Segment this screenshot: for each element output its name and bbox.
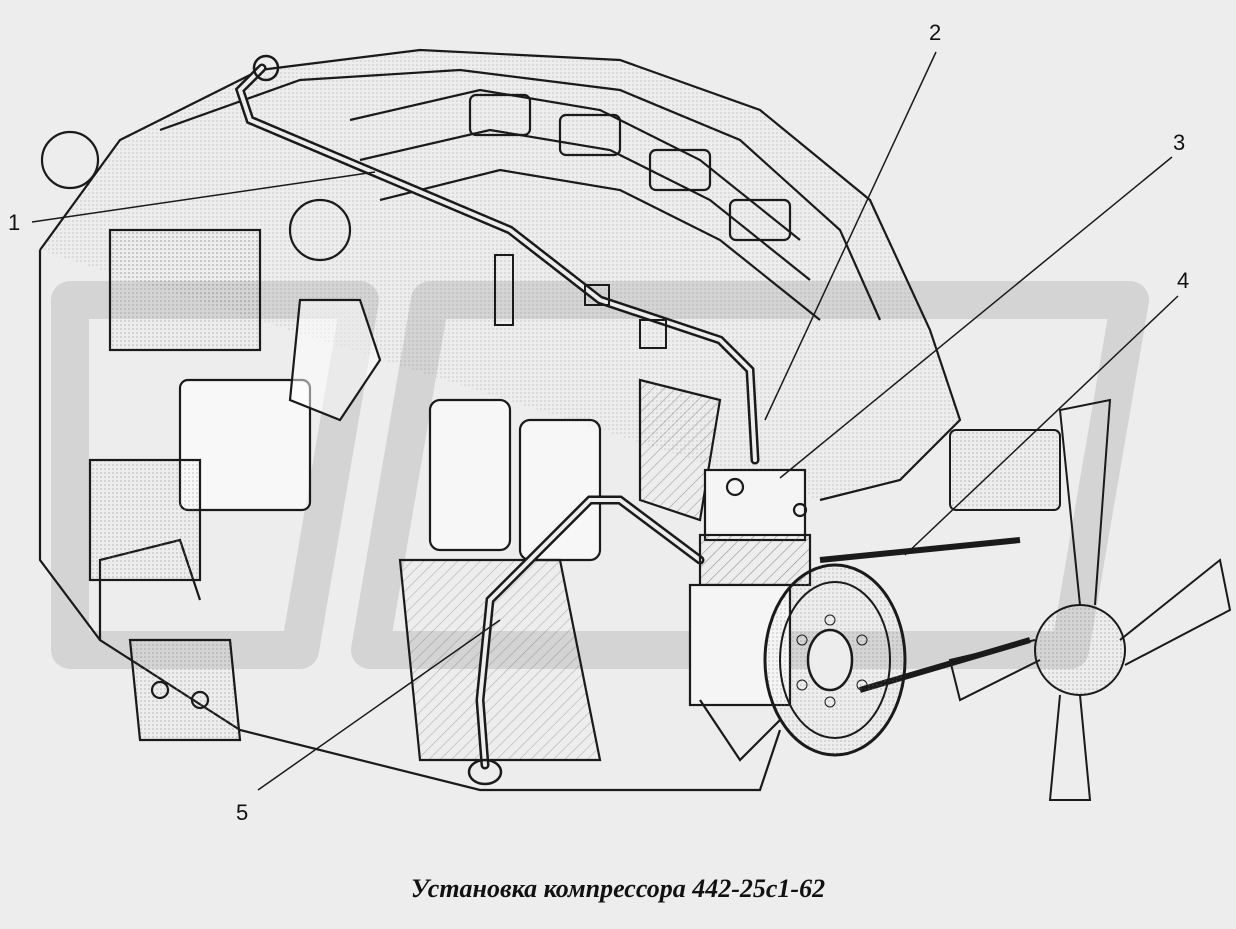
leader-line-2 [764, 51, 937, 421]
engine-block [38, 48, 962, 792]
callout-3: 3 [1173, 130, 1186, 155]
callout-4: 4 [1177, 268, 1190, 293]
leader-lines [31, 51, 1179, 791]
leader-line-1 [31, 171, 376, 223]
figure-caption: Установка компрессора 442-25с1-62 [410, 874, 826, 903]
leader-line-3 [779, 156, 1173, 479]
leader-line-5 [257, 619, 501, 791]
callout-2: 2 [929, 20, 942, 45]
callout-1: 1 [8, 210, 21, 235]
compressor-pulley-and-belt [763, 537, 1031, 757]
compressor-supply-pipe [467, 495, 705, 786]
compressor-air-pipe [234, 54, 760, 465]
callout-5: 5 [236, 800, 249, 825]
leader-line-4 [904, 295, 1179, 556]
